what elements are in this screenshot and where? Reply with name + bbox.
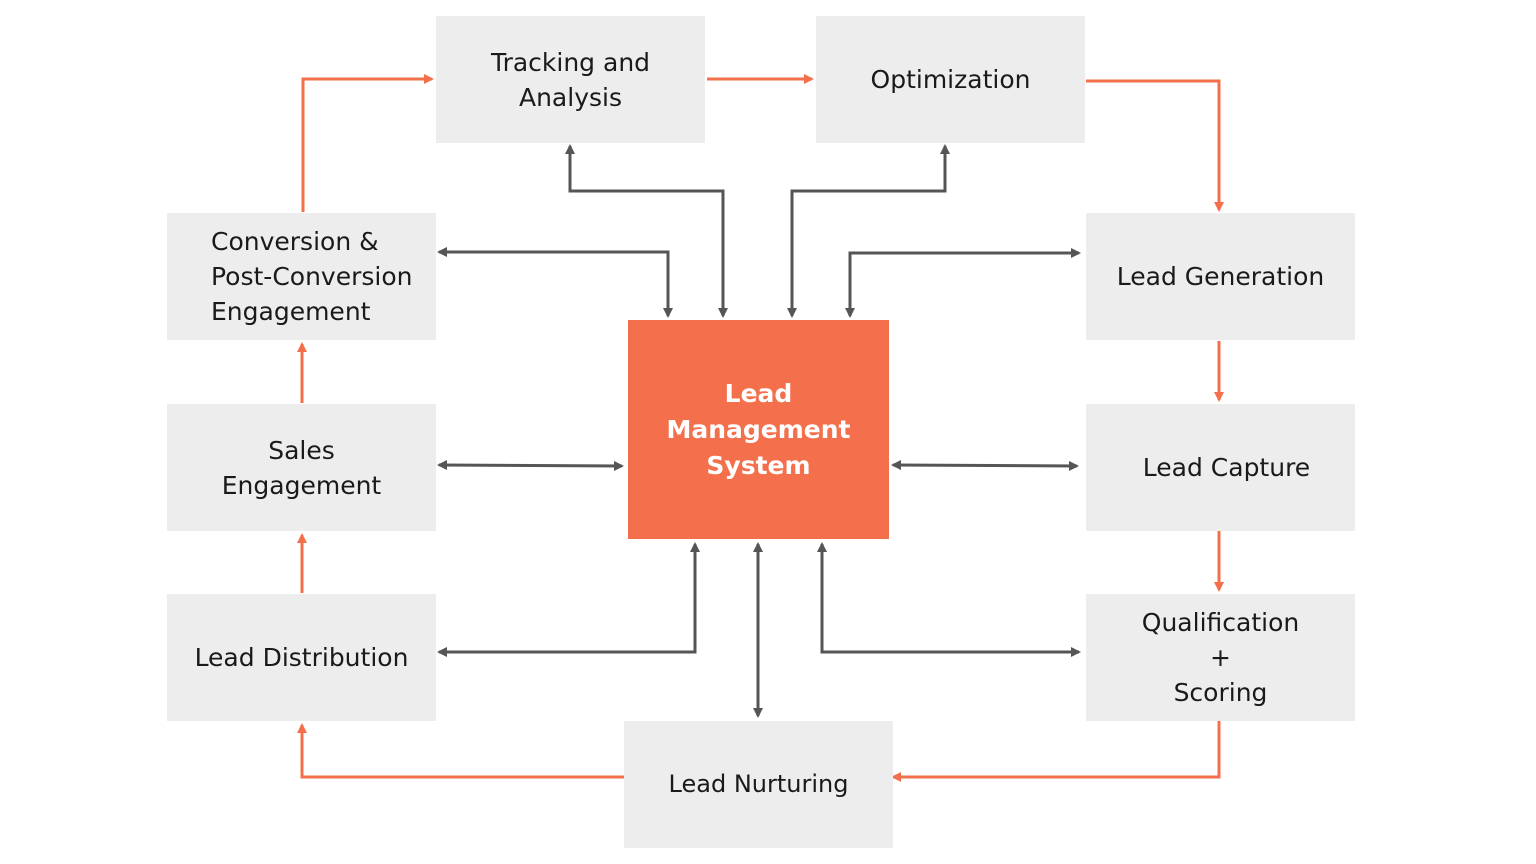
stage-tracking-analysis: Tracking and Analysis (436, 16, 705, 143)
link-system-generation (845, 248, 1081, 318)
link-system-sales (437, 460, 624, 471)
flow-nurturing-to-distribution (297, 723, 624, 779)
link-system-qualification (817, 542, 1081, 657)
stage-lead-capture: Lead Capture (1086, 404, 1355, 531)
stage-qualification-label: Qualification + Scoring (1141, 608, 1300, 707)
link-system-conversion (437, 247, 673, 318)
stage-lead-nurturing: Lead Nurturing (624, 721, 893, 848)
stage-sales-engagement: Sales Engagement (167, 404, 436, 531)
stage-lead-nurturing-label: Lead Nurturing (668, 770, 849, 798)
stage-lead-generation-label: Lead Generation (1116, 262, 1325, 291)
stage-optimization-label: Optimization (870, 65, 1031, 94)
stage-optimization: Optimization (816, 16, 1085, 143)
stage-lead-generation: Lead Generation (1086, 213, 1355, 340)
stage-conversion: Conversion & Post-Conversion Engagement (167, 213, 436, 340)
stage-qualification-scoring: Qualification + Scoring (1086, 594, 1355, 721)
link-system-tracking (565, 144, 728, 318)
lead-management-system: Lead Management System (628, 320, 889, 539)
stage-tracking-label: Tracking and Analysis (490, 47, 651, 112)
link-system-distribution (437, 542, 700, 657)
stage-conversion-label: Conversion & Post-Conversion Engagement (211, 227, 413, 326)
flow-conversion-to-tracking (301, 74, 434, 212)
flow-qualification-to-nurturing (891, 721, 1221, 782)
stage-lead-capture-label: Lead Capture (1142, 453, 1311, 482)
center-label: Lead Management System (666, 378, 851, 480)
link-system-optimization (787, 144, 950, 318)
flow-optimization-to-generation (1086, 79, 1224, 212)
stage-lead-distribution: Lead Distribution (167, 594, 436, 721)
stage-sales-engagement-label: Sales Engagement (221, 435, 382, 500)
stage-lead-distribution-label: Lead Distribution (194, 643, 409, 672)
link-system-capture (891, 460, 1079, 471)
